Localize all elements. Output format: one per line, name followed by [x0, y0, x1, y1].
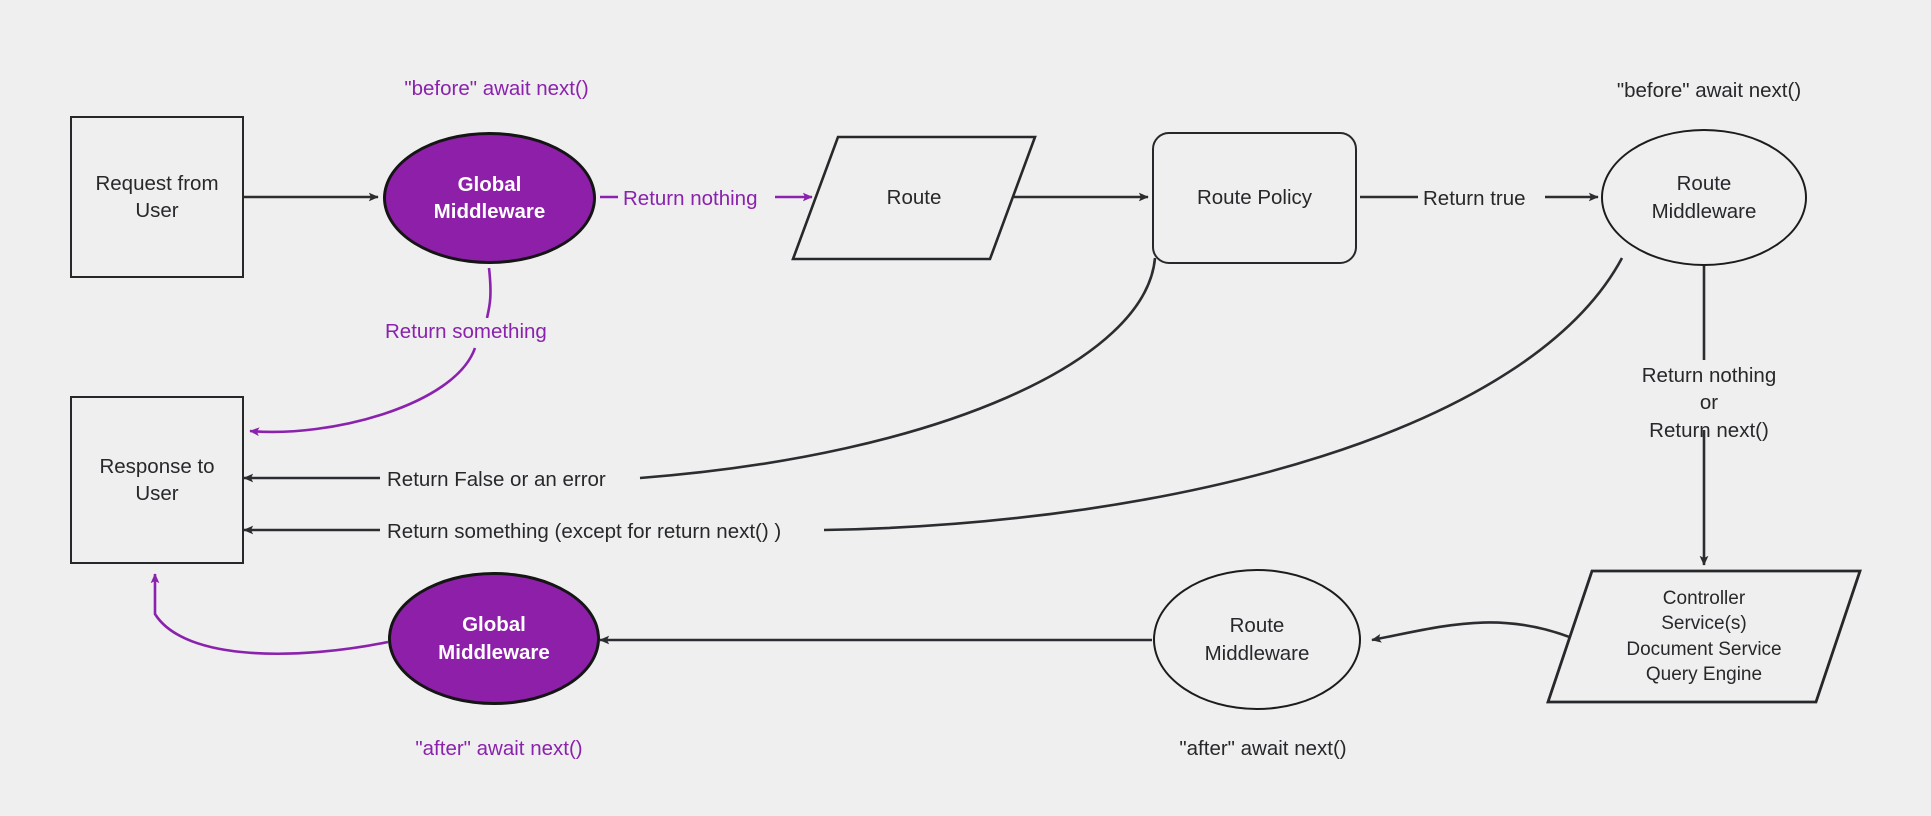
annotation-before-await-next-global-text: "before" await next()	[404, 77, 589, 100]
node-response-to-user-label: Response to User	[99, 454, 215, 505]
edge-label-return-nothing-or-next: Return nothing or Return next()	[1596, 362, 1822, 444]
annotation-after-await-next-route-text: "after" await next()	[1179, 737, 1347, 760]
edge-label-return-nothing: Return nothing	[618, 185, 763, 213]
edge-label-return-true-text: Return true	[1423, 187, 1526, 210]
node-route-middleware-after-label: Route Middleware	[1204, 614, 1310, 665]
edge-label-return-false-or-error: Return False or an error	[382, 466, 611, 494]
edge-global-middleware-return-something-curve	[249, 347, 477, 437]
edge-label-return-something-except-next-text: Return something (except for return next…	[387, 520, 782, 543]
annotation-after-await-next-global-text: "after" await next()	[415, 737, 583, 760]
node-global-middleware-before-label: Global Middleware	[433, 172, 546, 223]
edge-global-middleware-return-something-stem	[485, 267, 492, 319]
node-controller-services-label: Controller Service(s) Document Service Q…	[1626, 587, 1782, 685]
edge-label-return-nothing-text: Return nothing	[623, 187, 758, 210]
node-global-middleware-after-label: Global Middleware	[438, 613, 550, 664]
node-response-to-user[interactable]: Response to User	[70, 396, 244, 564]
edge-label-return-something-except-next: Return something (except for return next…	[382, 518, 787, 546]
node-global-middleware-before[interactable]: Global Middleware	[383, 132, 596, 264]
node-request-from-user[interactable]: Request from User	[70, 116, 244, 278]
edge-route-middleware-something-curve	[823, 257, 1624, 532]
edge-label-return-nothing-line1: Return nothing	[1641, 364, 1777, 387]
controller-parallelogram-shape	[1546, 569, 1862, 704]
edge-global-middleware-after-to-response	[150, 573, 389, 656]
edge-label-return-next-line3: Return next()	[1649, 418, 1769, 442]
annotation-before-await-next-global: "before" await next()	[386, 75, 607, 103]
annotation-before-await-next-route: "before" await next()	[1598, 77, 1820, 105]
node-global-middleware-after[interactable]: Global Middleware	[388, 572, 600, 705]
edge-label-return-true: Return true	[1418, 185, 1531, 213]
annotation-before-await-next-route-text: "before" await next()	[1616, 79, 1802, 102]
node-route-middleware-before[interactable]: Route Middleware	[1601, 129, 1807, 266]
node-request-from-user-label: Request from User	[95, 171, 219, 222]
node-controller-services[interactable]: Controller Service(s) Document Service Q…	[1545, 568, 1863, 705]
edge-label-return-something: Return something	[380, 318, 552, 346]
node-route-policy[interactable]: Route Policy	[1152, 132, 1357, 264]
node-route-label: Route	[886, 186, 942, 210]
node-route[interactable]: Route	[790, 134, 1038, 262]
node-route-middleware-after[interactable]: Route Middleware	[1153, 569, 1361, 710]
edge-label-return-false-or-error-text: Return False or an error	[387, 468, 606, 491]
node-route-policy-label: Route Policy	[1196, 186, 1313, 210]
edge-route-policy-error-curve	[639, 257, 1157, 480]
edge-label-or-line2: or	[1699, 391, 1719, 415]
annotation-after-await-next-route: "after" await next()	[1152, 735, 1374, 763]
node-route-middleware-before-label: Route Middleware	[1651, 172, 1757, 223]
edge-label-return-something-text: Return something	[385, 320, 547, 343]
annotation-after-await-next-global: "after" await next()	[388, 735, 610, 763]
